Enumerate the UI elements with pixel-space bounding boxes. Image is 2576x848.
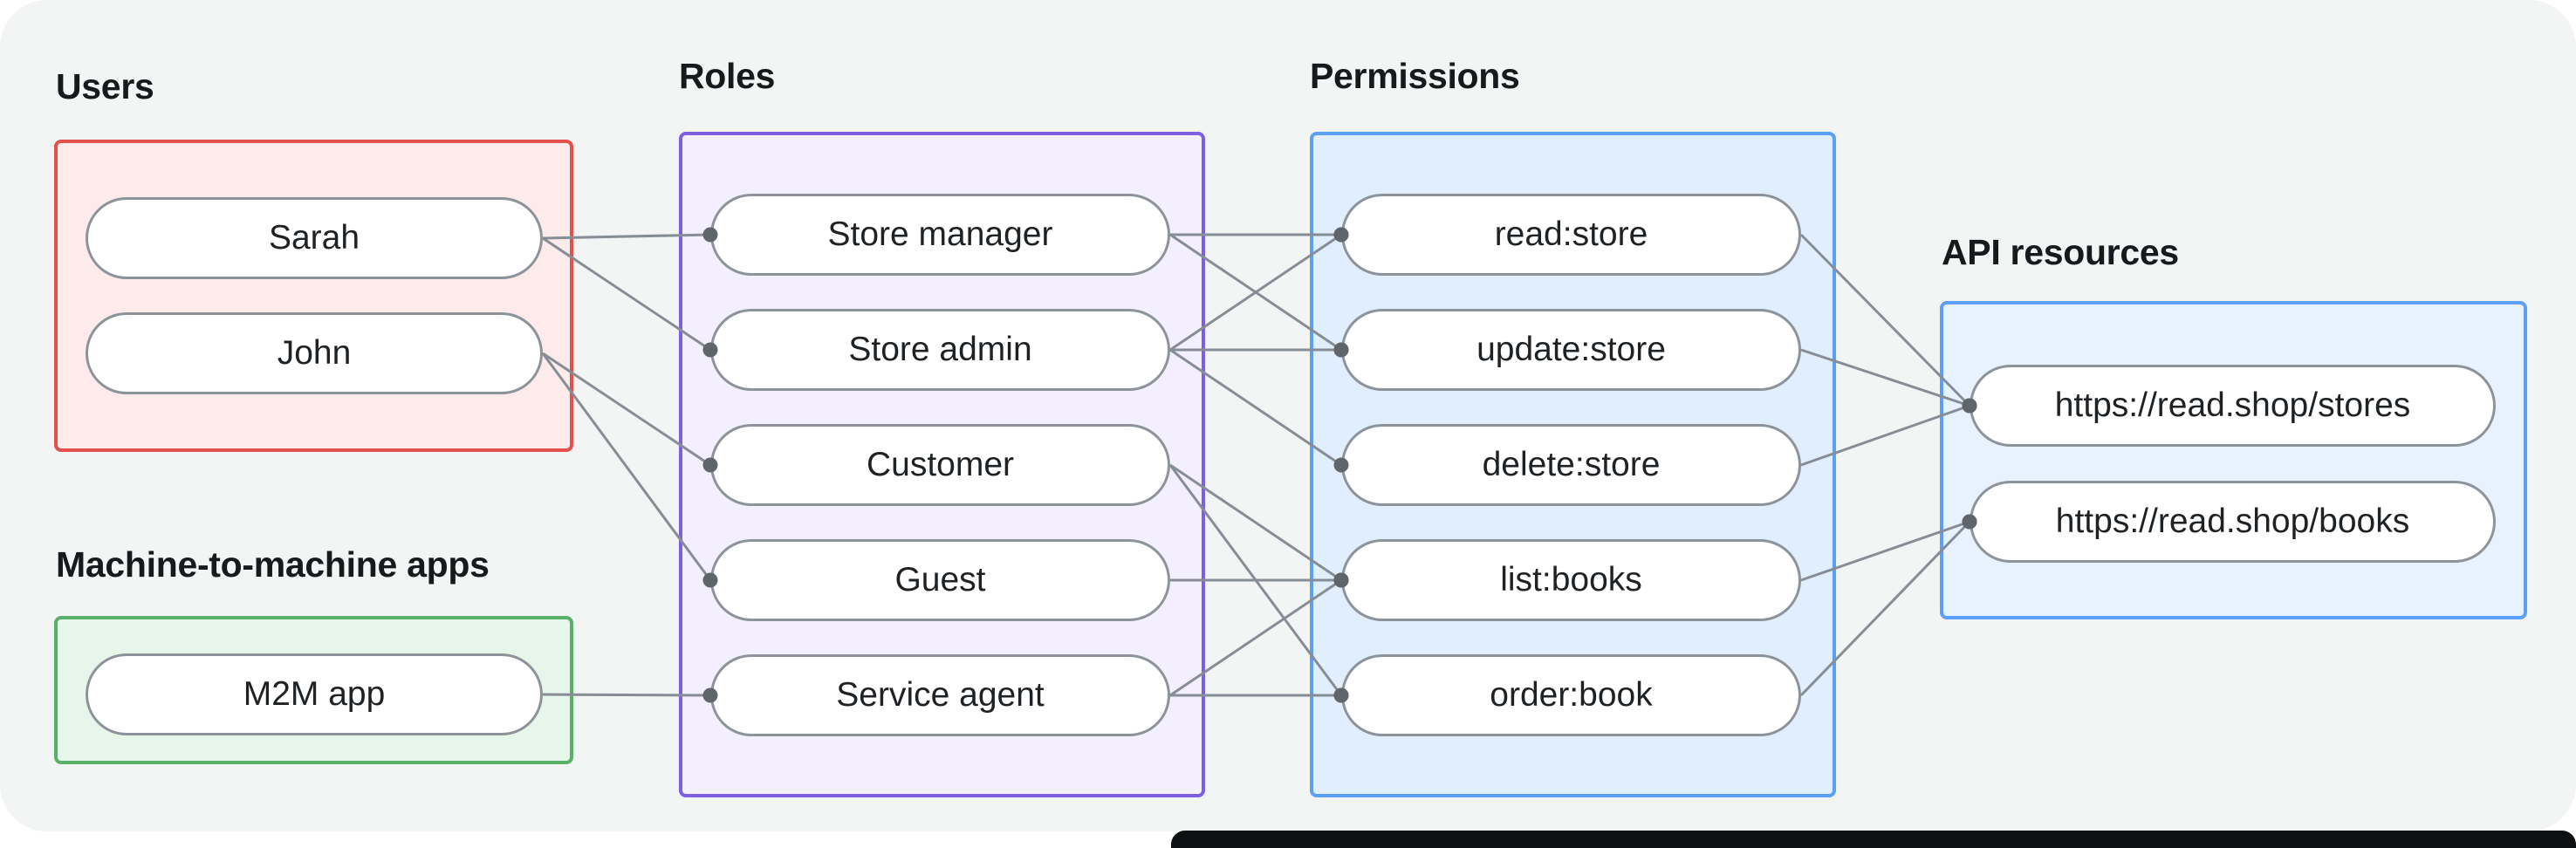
node-api-resource-stores: https://read.shop/stores [1970, 365, 2496, 447]
node-permission-update-store: update:store [1341, 309, 1801, 391]
node-user-john: John [86, 312, 543, 394]
node-role-service-agent: Service agent [710, 654, 1170, 736]
node-role-customer: Customer [710, 424, 1170, 506]
node-role-guest: Guest [710, 539, 1170, 621]
node-permission-delete-store: delete:store [1341, 424, 1801, 506]
users-group-box [54, 140, 573, 452]
node-permission-read-store: read:store [1341, 194, 1801, 276]
node-permission-list-books: list:books [1341, 539, 1801, 621]
node-api-resource-books: https://read.shop/books [1970, 481, 2496, 563]
node-role-store-manager: Store manager [710, 194, 1170, 276]
m2m-group-label: Machine-to-machine apps [56, 544, 490, 585]
bottom-dark-strip [1171, 831, 2576, 848]
api-resources-group-box [1940, 301, 2527, 619]
node-permission-order-book: order:book [1341, 654, 1801, 736]
api-resources-group-label: API resources [1942, 232, 2179, 272]
node-user-sarah: Sarah [86, 197, 543, 279]
users-group-label: Users [56, 66, 154, 106]
permissions-group-label: Permissions [1310, 56, 1520, 96]
node-m2m-app: M2M app [86, 653, 543, 735]
node-role-store-admin: Store admin [710, 309, 1170, 391]
roles-group-label: Roles [679, 56, 776, 96]
